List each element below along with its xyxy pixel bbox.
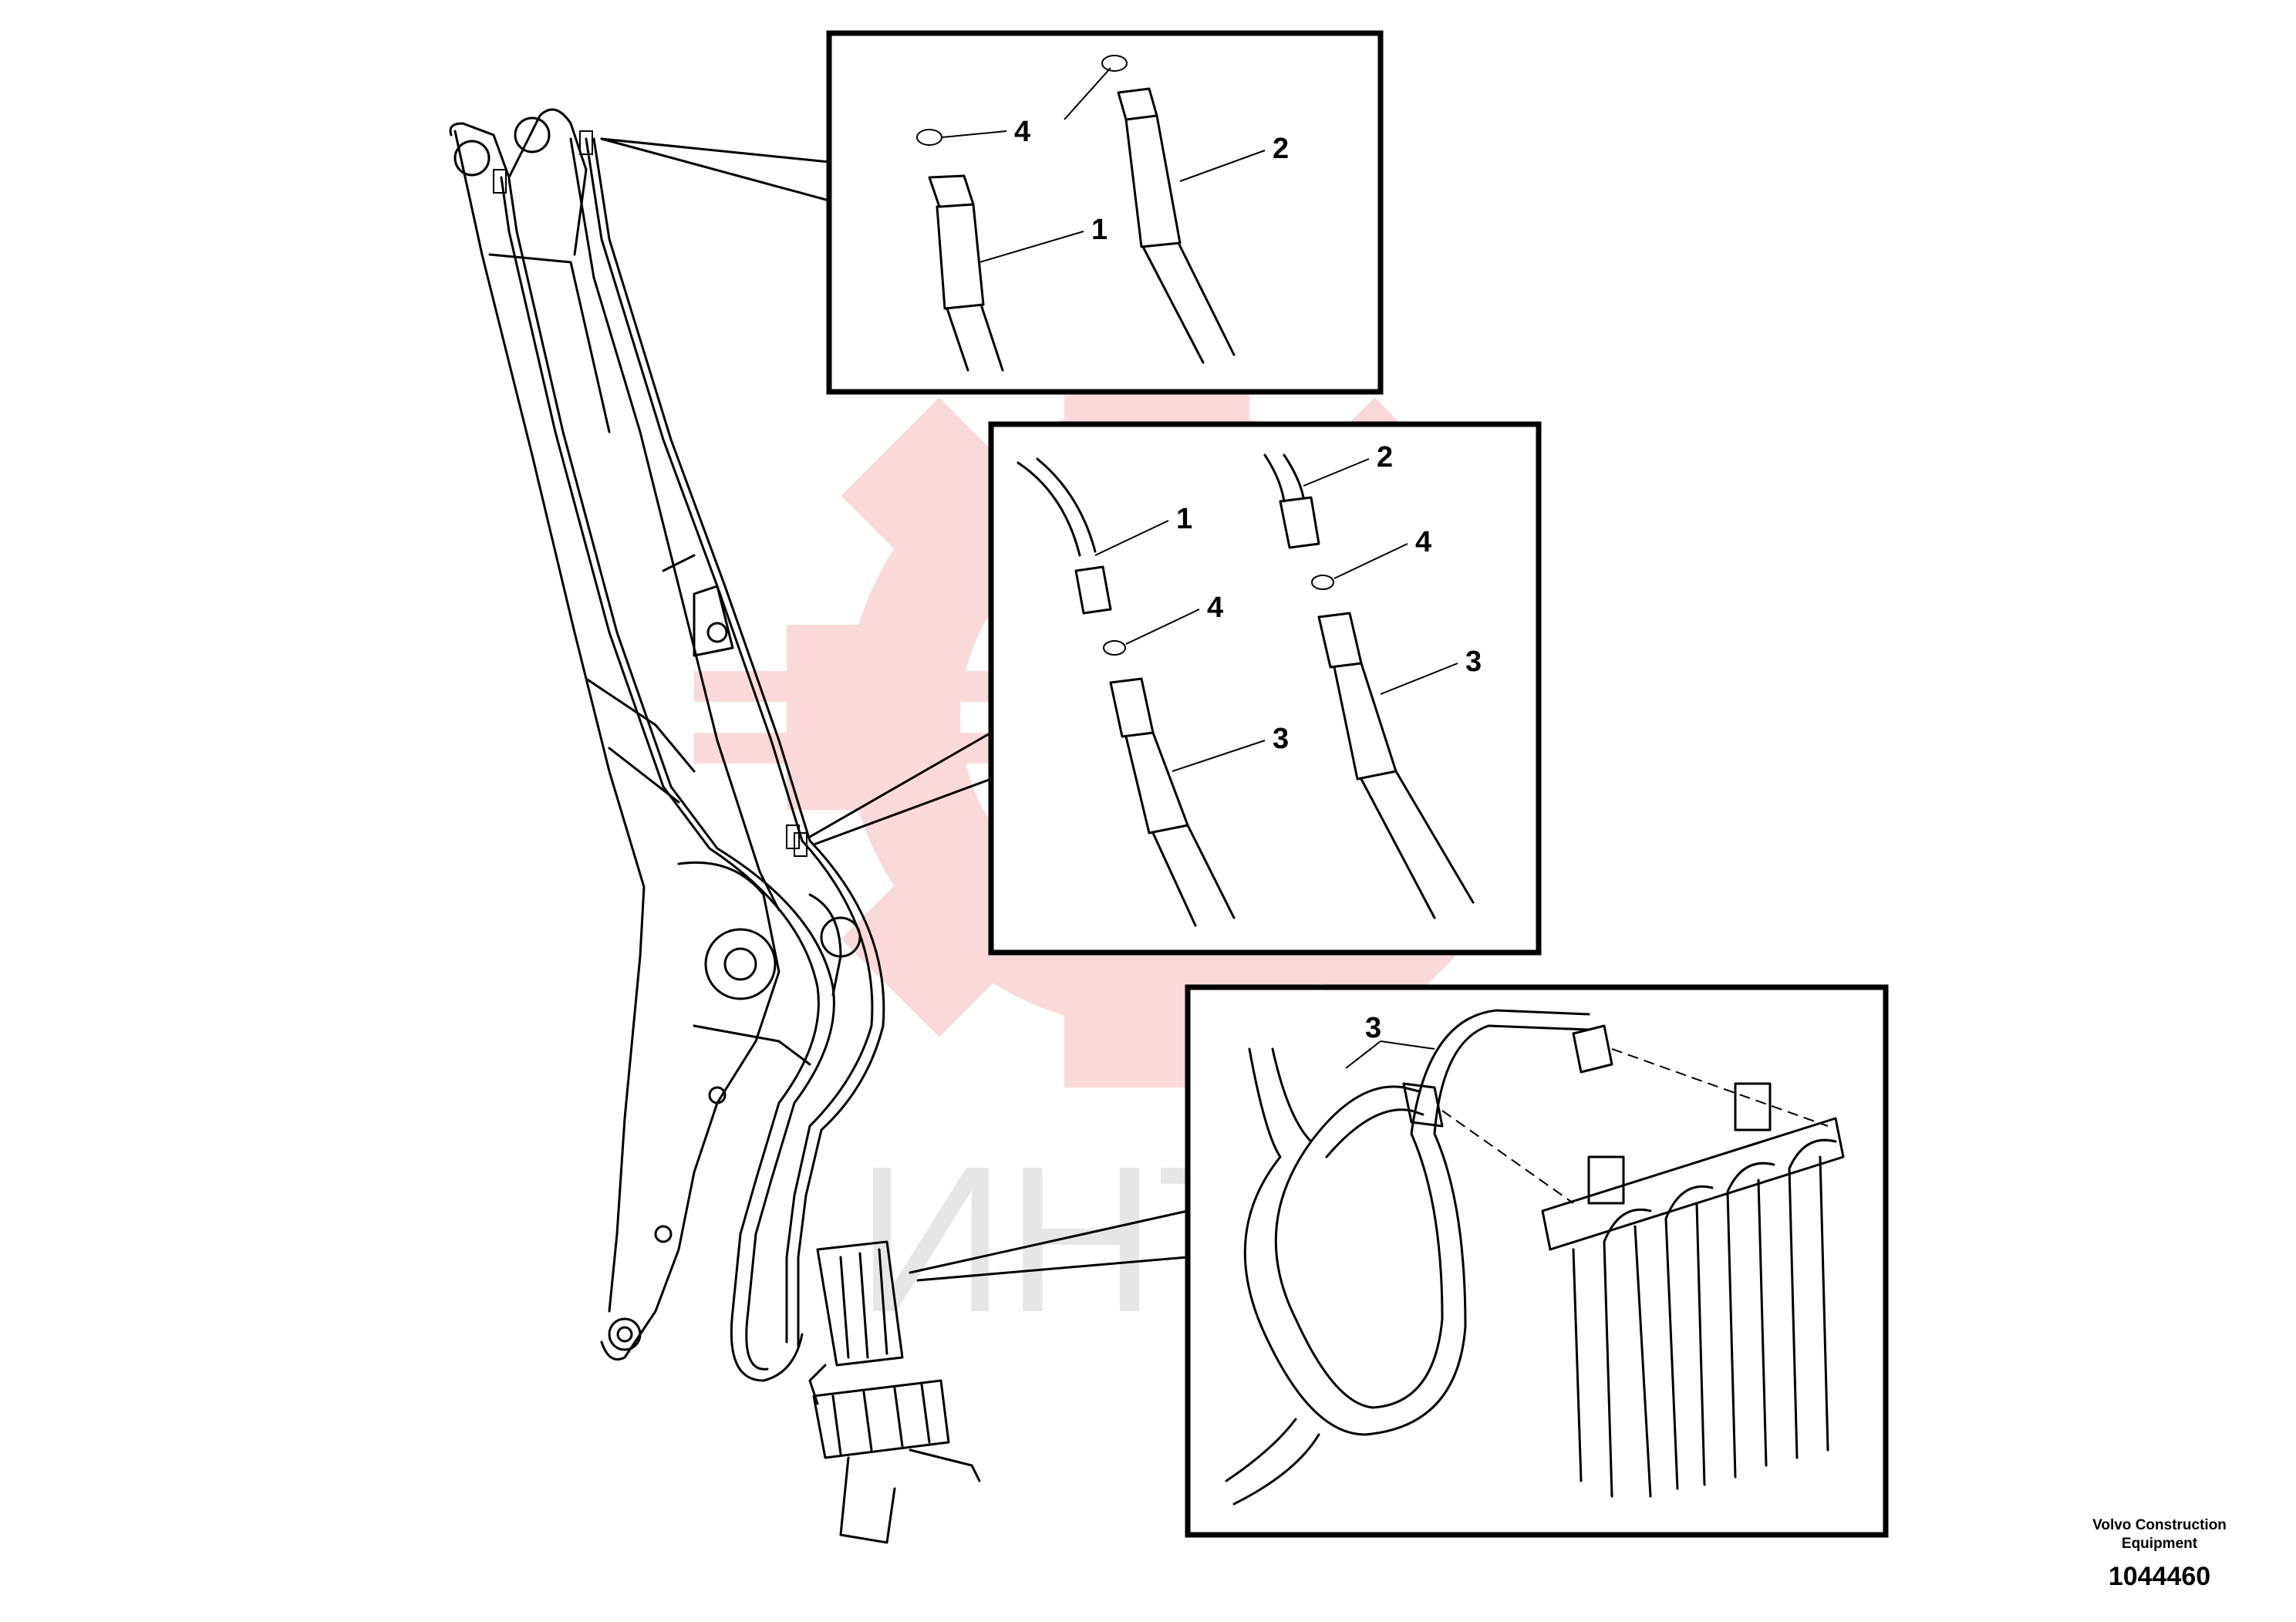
detail-middle: 2 1 4 4 3 3 xyxy=(988,421,1542,956)
callout-4: 4 xyxy=(1415,526,1431,558)
brand-line1: Volvo Construction xyxy=(2092,1517,2227,1533)
footer: Volvo Construction Equipment 1044460 xyxy=(2092,1517,2227,1591)
detail-bottom: 3 xyxy=(1185,984,1889,1538)
drawing-number: 1044460 xyxy=(2109,1562,2210,1591)
callout-pointers xyxy=(600,137,1189,1282)
callout-4: 4 xyxy=(1014,116,1030,148)
detail-top: 4 2 1 xyxy=(826,30,1384,395)
callout-3: 3 xyxy=(1465,646,1482,678)
callout-4: 4 xyxy=(1207,592,1223,624)
callout-3: 3 xyxy=(1273,723,1289,755)
boom-assembly xyxy=(449,108,981,1544)
callout-2: 2 xyxy=(1273,133,1289,165)
callout-1: 1 xyxy=(1176,503,1192,535)
brand-line2: Equipment xyxy=(2122,1536,2198,1552)
callout-1: 1 xyxy=(1091,214,1108,246)
callout-3: 3 xyxy=(1365,1012,1381,1044)
callout-2: 2 xyxy=(1377,441,1393,474)
